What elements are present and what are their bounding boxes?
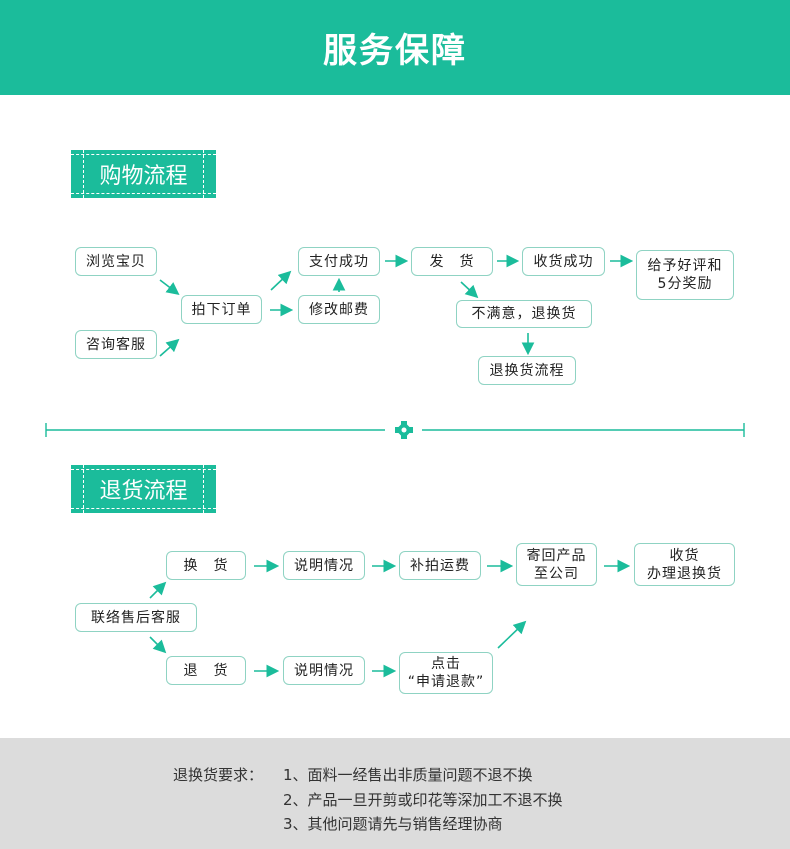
step-unsatisfied: 不满意，退换货 (456, 300, 592, 328)
step-receive-process: 收货办理退换货 (634, 543, 735, 586)
step-label: 至公司 (534, 565, 579, 582)
section-divider (45, 423, 745, 437)
step-label: 修改邮费 (309, 301, 369, 318)
arrow (270, 270, 292, 291)
step-paid: 支付成功 (298, 247, 380, 276)
step-label: 点击 (431, 656, 461, 672)
step-exchange: 换 货 (166, 551, 246, 580)
arrow (149, 581, 167, 599)
requirement-item: 3、其他问题请先与销售经理协商 (283, 815, 503, 833)
step-label: 换 货 (183, 557, 229, 574)
section-tag-shopping: 购物流程 (71, 150, 216, 198)
step-label: 办理退换货 (647, 565, 722, 582)
arrow (149, 636, 167, 654)
step-received: 收货成功 (522, 247, 605, 276)
step-label: 5分奖励 (657, 276, 713, 292)
arrow (460, 281, 479, 299)
step-label: 咨询客服 (86, 336, 146, 353)
step-label: 不满意，退换货 (471, 306, 577, 322)
step-contact: 联络售后客服 (75, 603, 197, 632)
step-return-flow: 退换货流程 (478, 356, 576, 385)
step-order: 拍下订单 (181, 295, 262, 324)
page-title: 服务保障 (323, 31, 467, 71)
step-label: 退换货流程 (489, 362, 565, 379)
arrow (497, 620, 527, 649)
step-label: 说明情况 (294, 557, 354, 574)
step-label: 联络售后客服 (91, 609, 181, 626)
step-label: 给予好评和 (647, 258, 723, 274)
step-label: 浏览宝贝 (86, 253, 146, 270)
step-ship: 发 货 (411, 247, 493, 276)
step-label: 拍下订单 (191, 301, 252, 318)
flower-icon (395, 421, 413, 439)
step-edit-postage: 修改邮费 (298, 295, 380, 324)
step-label: 收货成功 (533, 253, 594, 270)
header-banner: 服务保障 (0, 0, 790, 95)
requirements-label: 退换货要求： (173, 766, 264, 784)
step-review: 给予好评和 5分奖励 (636, 250, 734, 300)
step-label: 寄回产品 (526, 547, 587, 564)
step-label: 发 货 (429, 253, 475, 270)
requirement-item: 2、产品一旦开剪或印花等深加工不退不换 (283, 791, 563, 809)
arrow (159, 279, 180, 295)
step-explain-refund: 说明情况 (283, 656, 365, 685)
step-label: 说明情况 (294, 662, 354, 679)
section-tag-returns: 退货流程 (71, 465, 216, 513)
step-consult: 咨询客服 (75, 330, 157, 359)
step-explain-exchange: 说明情况 (283, 551, 365, 580)
arrow (159, 338, 180, 357)
step-label: 补拍运费 (410, 557, 470, 574)
step-label: “申请退款” (407, 674, 485, 690)
step-apply-refund: 点击 “申请退款” (399, 652, 493, 694)
flow-arrows (45, 254, 745, 678)
step-refund: 退 货 (166, 656, 246, 685)
section-title: 退货流程 (99, 479, 188, 504)
requirements-panel: 退换货要求： 1、面料一经售出非质量问题不退不换 2、产品一旦开剪或印花等深加工… (0, 738, 790, 849)
requirement-item: 1、面料一经售出非质量问题不退不换 (283, 766, 533, 784)
step-browse: 浏览宝贝 (75, 247, 157, 276)
step-label: 退 货 (183, 662, 229, 679)
step-send-back: 寄回产品至公司 (516, 543, 597, 586)
step-pay-shipping: 补拍运费 (399, 551, 481, 580)
step-label: 支付成功 (309, 253, 369, 270)
step-label: 收货 (669, 547, 700, 564)
